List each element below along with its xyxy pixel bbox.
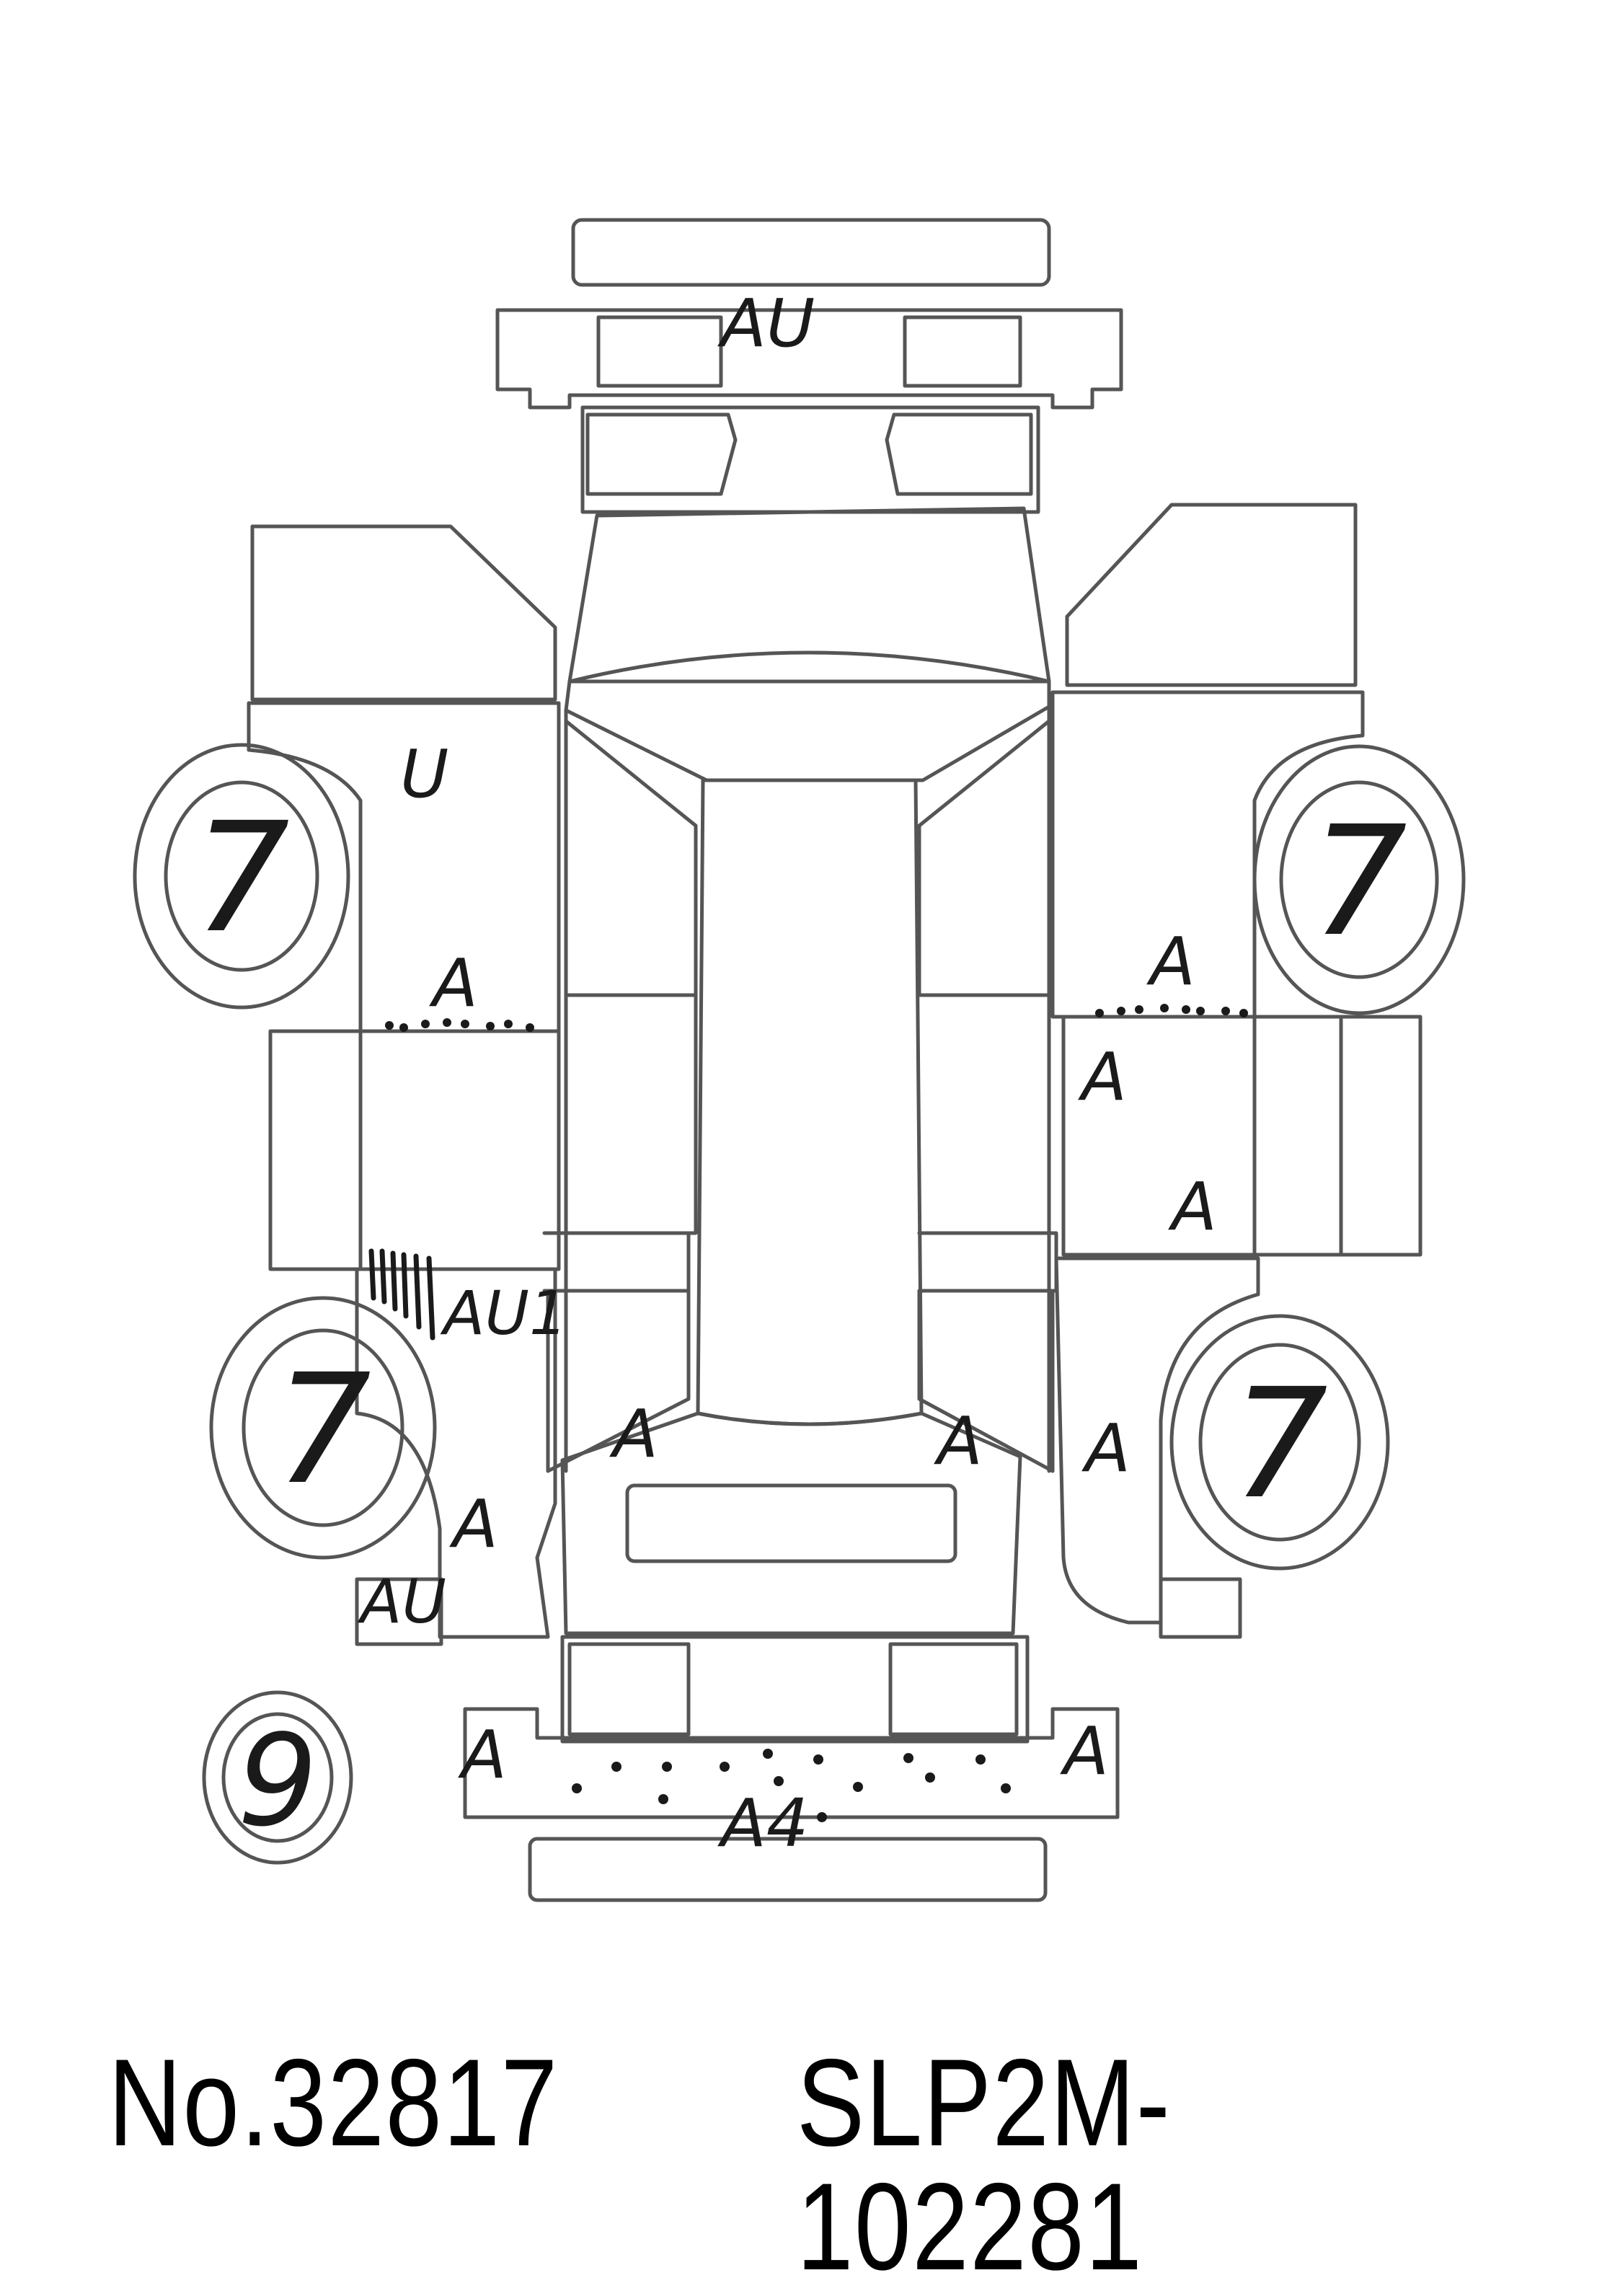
grade-front-right: 7 (1311, 793, 1407, 970)
left-rear-quarter (355, 1267, 557, 1639)
left-front-fender (247, 701, 561, 1033)
left-rear-glass (546, 1289, 691, 1473)
lot-number: No.32817 (108, 2034, 559, 2172)
left-headlight (596, 315, 723, 388)
mark-right-front-door: A (1078, 1038, 1127, 1116)
left-rear-corner-panel (355, 1577, 443, 1646)
left-grille-lamp (585, 412, 738, 496)
scratch-hatching (368, 1248, 435, 1341)
left-front-window-frame (564, 993, 698, 1235)
rear-window (560, 1411, 1022, 1635)
mark-rear-bumper-left: A (458, 1716, 507, 1793)
wheel-rear-left (209, 1296, 437, 1560)
mark-right-rear-door: A (1168, 1168, 1217, 1245)
rear-garnish (625, 1483, 957, 1563)
mark-left-front-fender: U (400, 736, 448, 813)
mark-rear-bumper-right: A (1060, 1713, 1109, 1790)
mark-rear-pillar-right: A (934, 1403, 983, 1480)
left-front-door (268, 1029, 561, 1271)
right-headlight (903, 315, 1022, 388)
right-rear-corner-panel (1159, 1577, 1242, 1639)
mark-left-rear-door-edge: AU1 (440, 1278, 567, 1348)
front-bumper-strip (571, 218, 1051, 287)
wheel-rear-right (1169, 1314, 1390, 1571)
mark-left-front-door-edge: A (429, 945, 478, 1022)
rear-bumper (463, 1707, 1120, 1819)
grade-spare: 9 (237, 1708, 317, 1855)
right-pillar-strip (917, 1231, 1058, 1293)
right-front-fender-top (1065, 503, 1358, 687)
mark-left-rear-quarter: A (449, 1485, 498, 1563)
left-front-fender-top (250, 524, 557, 702)
mark-right-front-fender: A (1146, 923, 1195, 1000)
grade-rear-left: 7 (275, 1341, 371, 1518)
wheel-spare (202, 1690, 353, 1865)
right-rear-quarter (1054, 1256, 1260, 1625)
grade-rear-right: 7 (1231, 1356, 1328, 1532)
grade-front-left: 7 (193, 790, 290, 966)
mark-rear-bumper-center: A4 (717, 1785, 808, 1862)
right-front-window-frame (917, 993, 1051, 1235)
right-door-handle-panel (1339, 1015, 1422, 1257)
hood (567, 506, 1051, 684)
mark-right-rear-quarter: A (1081, 1410, 1130, 1487)
right-front-fender (1050, 690, 1365, 1019)
mark-front-bumper: AU (717, 285, 815, 362)
mark-left-rear-corner: AU (357, 1566, 446, 1637)
chassis-code: SLP2M-102281 (797, 2034, 1172, 2296)
dent-dots-right-door (1095, 1004, 1248, 1017)
grille-panel (580, 405, 1040, 514)
right-grille-lamp (885, 412, 1033, 496)
rear-bumper-strip (528, 1837, 1048, 1902)
left-taillight (567, 1642, 691, 1736)
roof (696, 778, 924, 1426)
right-front-glass (917, 719, 1051, 997)
front-bumper (495, 308, 1123, 410)
wheel-front-left (133, 743, 350, 1010)
wheel-front-right (1252, 744, 1466, 1015)
tailgate-lower (560, 1635, 1030, 1744)
windshield (564, 650, 1051, 782)
dent-dots-rear-bumper (572, 1749, 1011, 1822)
left-front-glass (564, 719, 698, 997)
right-taillight (888, 1642, 1019, 1736)
right-rear-glass (917, 1289, 1055, 1473)
dent-dots-left-door (385, 1018, 534, 1032)
mark-rear-pillar-left: A (609, 1395, 658, 1472)
